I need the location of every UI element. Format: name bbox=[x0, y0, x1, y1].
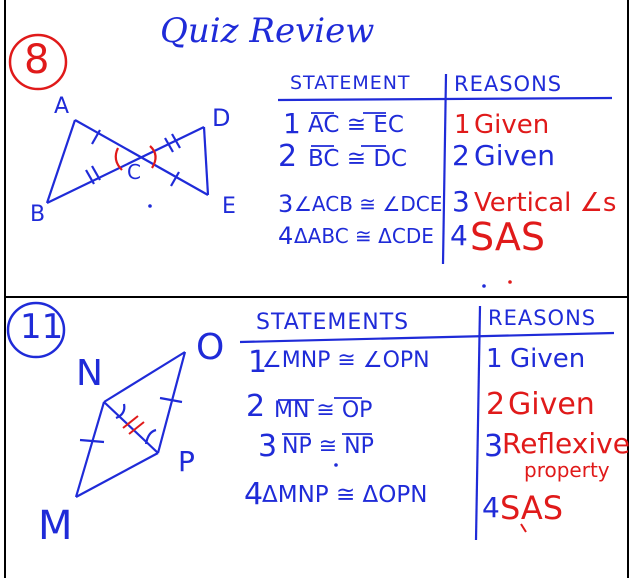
p11-table-header-line bbox=[239, 331, 615, 344]
vertex-label-O: O bbox=[196, 327, 225, 368]
p8-row1-num: 1 bbox=[283, 107, 301, 140]
p8-row4-num: 4 bbox=[278, 222, 294, 250]
p8-reasons-header: REASONS bbox=[454, 72, 563, 96]
tick-BC-2 bbox=[91, 165, 101, 181]
dash-mark bbox=[520, 523, 527, 533]
dot-mark bbox=[334, 463, 338, 467]
p8-row4-reason: SAS bbox=[470, 215, 545, 259]
p8-row1-reason: Given bbox=[474, 110, 550, 140]
tick-CE bbox=[170, 171, 180, 187]
tick-NP-1 bbox=[122, 415, 139, 429]
vertex-label-D: D bbox=[212, 104, 231, 132]
p11-statement-header: STATEMENTS bbox=[256, 310, 410, 335]
p8-row2-reason: Given bbox=[474, 139, 556, 172]
tick-BC-1 bbox=[85, 169, 95, 185]
dot-mark bbox=[148, 204, 152, 208]
p8-row3-num: 3 bbox=[278, 190, 294, 218]
p8-row3-statement: ∠ACB ≅ ∠DCE bbox=[294, 192, 443, 216]
p11-row3-num: 3 bbox=[258, 429, 278, 464]
vertex-label-A: A bbox=[54, 94, 70, 119]
segment-DE bbox=[202, 126, 210, 196]
segment-NM bbox=[74, 401, 106, 498]
p11-row3-reason-num: 3 bbox=[484, 429, 504, 464]
p8-row2-reason-num: 2 bbox=[452, 139, 470, 172]
vertex-label-C: C bbox=[127, 160, 141, 184]
p8-row3-reason-num: 3 bbox=[452, 185, 470, 218]
right-border bbox=[627, 0, 629, 578]
p11-row3-reason: Reflexive bbox=[502, 427, 630, 460]
vertex-label-P: P bbox=[178, 445, 195, 478]
page-title: Quiz Review bbox=[160, 11, 375, 51]
p11-row2-reason: Given bbox=[508, 387, 595, 422]
p11-row4-reason-num: 4 bbox=[482, 491, 500, 524]
problem-8-number-circle bbox=[8, 33, 68, 91]
tick-CD-1 bbox=[164, 137, 174, 153]
vertex-label-M: M bbox=[38, 503, 73, 549]
segment-NP bbox=[103, 401, 159, 454]
quadrilateral-figure bbox=[74, 351, 187, 498]
p11-row1-num: 1 bbox=[248, 345, 268, 380]
section-divider bbox=[6, 296, 627, 298]
tick-CD-2 bbox=[171, 133, 181, 149]
p8-row3-reason: Vertical ∠s bbox=[474, 188, 617, 218]
segment-OP bbox=[156, 351, 187, 454]
tick-OP bbox=[159, 396, 183, 404]
p8-row4-statement: ΔABC ≅ ΔCDE bbox=[294, 224, 434, 248]
p11-row1-reason: Given bbox=[510, 344, 586, 374]
angle-arc-left bbox=[114, 147, 123, 171]
vertex-label-B: B bbox=[30, 202, 46, 227]
angle-arc-P bbox=[144, 428, 157, 445]
problem-11-number: 11 bbox=[20, 307, 64, 347]
p11-row4-num: 4 bbox=[244, 477, 264, 512]
p11-row3-statement: NP ≅ NP bbox=[282, 434, 374, 459]
problem-11-number-circle bbox=[6, 301, 66, 359]
bowtie-figure bbox=[45, 119, 210, 204]
p11-row3-reason-line2: property bbox=[524, 458, 610, 482]
p11-row2-reason-num: 2 bbox=[486, 387, 506, 422]
problem-8-number: 8 bbox=[24, 37, 50, 83]
p8-table-column-line bbox=[441, 73, 448, 265]
dot-mark bbox=[508, 280, 512, 284]
dot-mark bbox=[482, 284, 486, 288]
angle-arc-right bbox=[149, 145, 157, 169]
segment-MP bbox=[75, 452, 159, 498]
p11-row2-num: 2 bbox=[246, 389, 266, 424]
p8-row1-statement: AC ≅ EC bbox=[308, 112, 404, 138]
segment-NO bbox=[103, 351, 186, 403]
p8-row4-reason-num: 4 bbox=[450, 219, 468, 252]
p8-statement-header: STATEMENT bbox=[290, 72, 411, 94]
vertex-label-E: E bbox=[222, 194, 236, 219]
p11-row1-statement: ∠MNP ≅ ∠OPN bbox=[262, 348, 430, 373]
p8-row2-statement: BC ≅ DC bbox=[308, 146, 408, 172]
p11-row4-statement: ΔMNP ≅ ΔOPN bbox=[262, 482, 428, 508]
p11-row2-statement: MN ≅ OP bbox=[274, 398, 373, 423]
segment-AB bbox=[45, 119, 77, 204]
tick-MN bbox=[79, 438, 105, 444]
p11-row1-reason-num: 1 bbox=[486, 344, 503, 374]
tick-NP-2 bbox=[128, 421, 145, 435]
left-border bbox=[4, 0, 6, 578]
p11-reasons-header: REASONS bbox=[488, 306, 597, 330]
p8-row2-num: 2 bbox=[278, 139, 298, 174]
vertex-label-N: N bbox=[76, 353, 103, 394]
tick-AC bbox=[91, 129, 101, 145]
p8-row1-reason-num: 1 bbox=[454, 110, 471, 140]
p11-table-column-line bbox=[474, 305, 482, 541]
p11-row4-reason: SAS bbox=[500, 489, 564, 527]
angle-arc-N bbox=[115, 403, 126, 420]
segment-BD bbox=[46, 126, 205, 204]
